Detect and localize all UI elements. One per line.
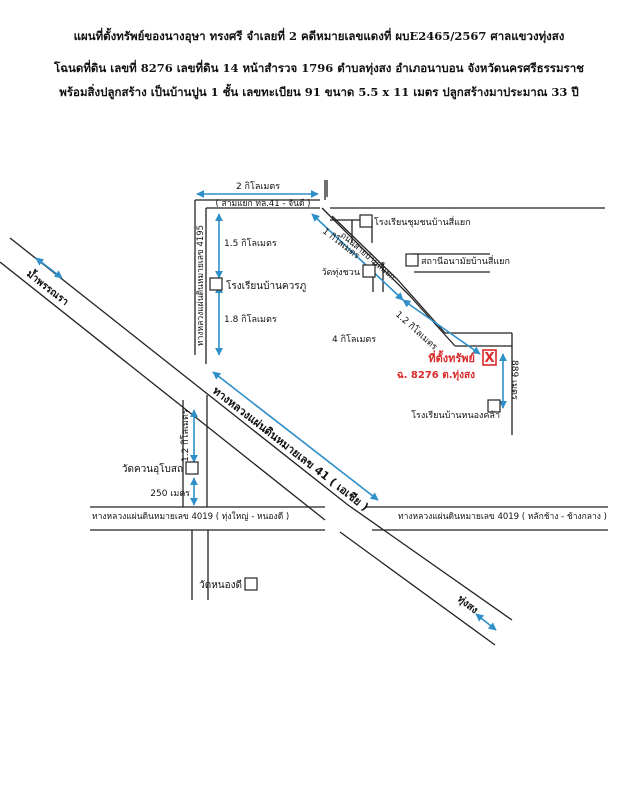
distance-arrows <box>35 190 507 631</box>
property-marker-box <box>482 349 497 366</box>
landmark-boxes <box>185 214 501 591</box>
highway-41-edge-lower-east <box>339 531 496 646</box>
label-road-4019-west: ทางหลวงแผ่นดินหมายเลข 4019 ( ทุ่งใหญ่ - … <box>92 511 289 522</box>
label-school-nong-khla: โรงเรียนบ้านหนองคล้า <box>411 410 500 421</box>
wat-khuan-ubosot-box <box>185 461 199 475</box>
label-health-station: สถานีอนามัยบ้านสี่แยก <box>421 254 510 267</box>
label-to-south: ทุ่งสง <box>455 593 480 616</box>
school-chumchon-box <box>359 214 373 228</box>
arrow-to-north <box>35 257 63 279</box>
highway-41-edge-lower-west <box>0 261 326 521</box>
highway-41-edge-upper-east <box>347 504 513 621</box>
property-deed: ฉ. 8276 ต.ทุ่งสง <box>397 369 475 381</box>
arrow-to-south <box>475 613 497 631</box>
arrow-1km <box>311 213 404 301</box>
health-station-box <box>405 253 419 267</box>
wat-nong-di-box <box>244 577 258 591</box>
arrow-4km <box>212 371 379 501</box>
label-junction: ( สามแยก ทล.41 - จันดี ) <box>215 198 310 209</box>
school-nong-khla-box <box>487 399 501 413</box>
label-top-2km: 2 กิโลเมตร <box>236 181 280 192</box>
school-khuan-phu-box <box>209 277 223 291</box>
label-wat-nong-di: วัดหนองดี <box>199 579 242 591</box>
label-1-5km: 1.5 กิโลเมตร <box>224 238 277 249</box>
label-school-khuan-phu: โรงเรียนบ้านควรภู <box>226 279 306 292</box>
header-line-3: พร้อมสิ่งปลูกสร้าง เป็นบ้านปูน 1 ชั้น เล… <box>59 85 579 99</box>
arrow-1-2km-east <box>402 299 481 355</box>
label-1-2km-east: 1.2 กิโลเมตร <box>393 309 440 353</box>
property-title: ที่ตั้งทรัพย์ <box>428 350 475 365</box>
label-wat-thung-suan: วัดทุ่งชวน <box>321 268 360 278</box>
label-road-4195: ทางหลวงแผ่นดินหมายเลข 4195 <box>196 225 206 346</box>
label-school-chumchon: โรงเรียนชุมชนบ้านสี่แยก <box>374 215 471 228</box>
header-line-1: แผนที่ตั้งทรัพย์ของนางอุษา ทรงศรี จำเลยท… <box>73 29 565 43</box>
label-road-4019-east: ทางหลวงแผ่นดินหมายเลข 4019 ( หลักช้าง - … <box>398 511 607 522</box>
label-road-41: ทางหลวงแผ่นดินหมายเลข 41 ( เอเชีย ) <box>210 384 371 514</box>
label-889m: 889 เมตร <box>509 360 519 400</box>
highway-4195-road <box>182 180 328 600</box>
label-1-8km: 1.8 กิโลเมตร <box>224 314 277 325</box>
label-4km: 4 กิโลเมตร <box>332 334 376 345</box>
wat-thung-suan-box <box>362 264 376 278</box>
village-road <box>321 207 605 435</box>
label-1-2km-west: 1.2 กิโลเมตร <box>180 409 191 462</box>
property-marker-x: X <box>484 351 494 366</box>
header-line-2: โฉนดที่ดิน เลขที่ 8276 เลขที่ดิน 14 หน้า… <box>54 61 584 75</box>
label-250m: 250 เมตร <box>150 489 190 499</box>
label-wat-khuan-ubosot: วัดควนอุโบสถ <box>122 462 183 475</box>
